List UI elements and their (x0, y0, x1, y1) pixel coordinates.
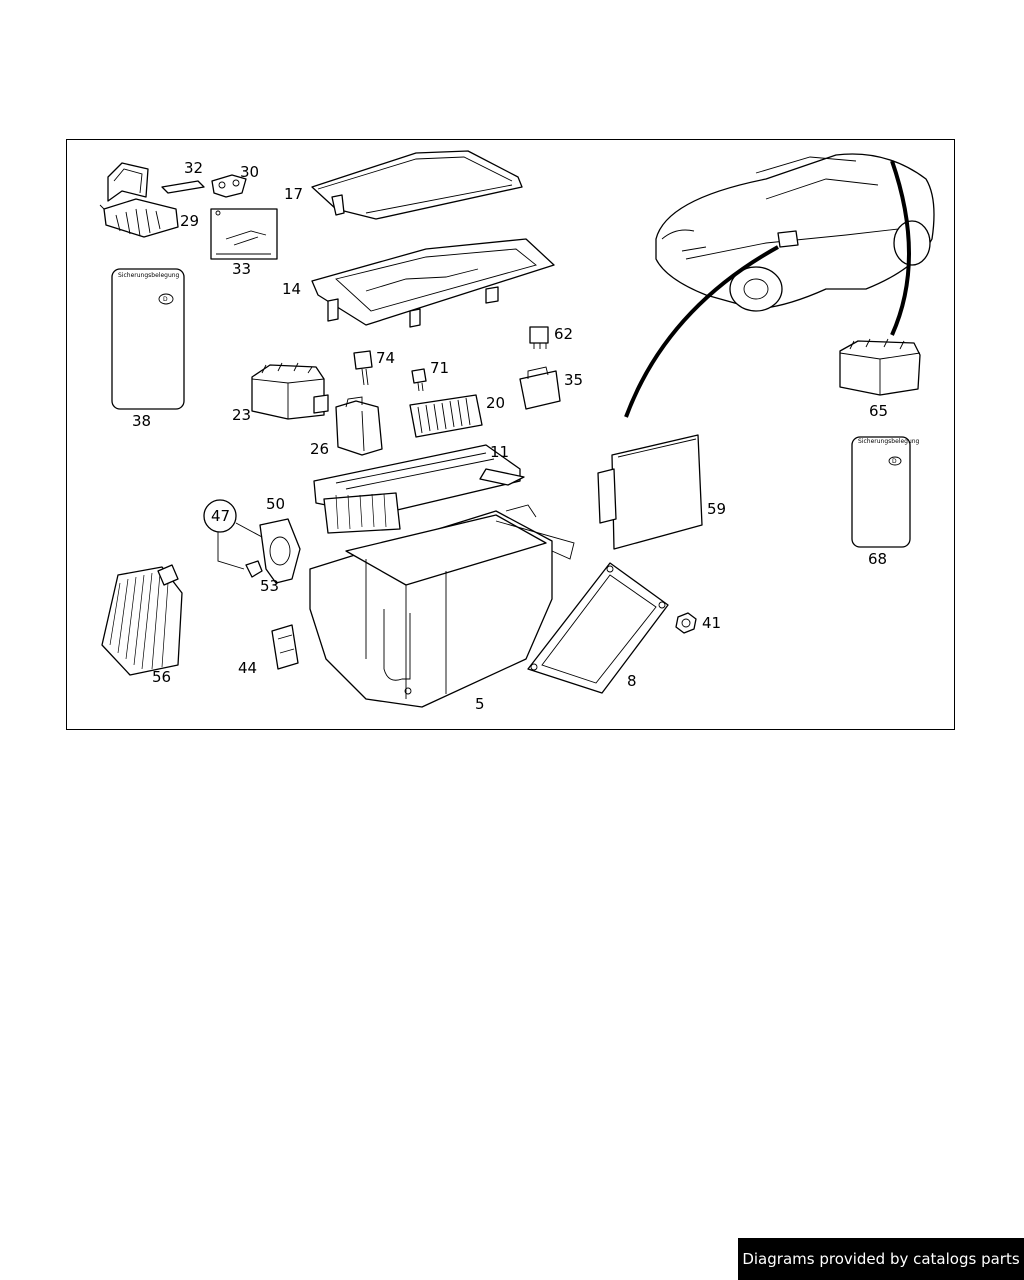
callout-41: 41 (702, 614, 721, 632)
callout-53: 53 (260, 577, 279, 595)
roadster-car-illustration (624, 153, 935, 418)
callout-68: 68 (868, 550, 887, 568)
callout-29: 29 (180, 212, 199, 230)
part-29-fuse-holder (99, 162, 179, 238)
part-62-relay (529, 326, 549, 349)
callout-32: 32 (184, 159, 203, 177)
part-17-top-cover (311, 150, 523, 220)
callout-38: 38 (132, 412, 151, 430)
part-50-clip (259, 518, 301, 584)
callout-65: 65 (869, 402, 888, 420)
part-56-module (101, 564, 183, 676)
callout-74: 74 (376, 349, 395, 367)
label-card-38-title: Sicherungsbelegung (118, 272, 180, 279)
callout-56: 56 (152, 668, 171, 686)
part-38-label-card: Sicherungsbelegung D (111, 268, 185, 410)
part-65-relay-block (839, 338, 921, 396)
fuse-box-exploded-diagram: Sicherungsbelegung D (99, 150, 935, 713)
part-5-housing (309, 504, 575, 708)
callout-33: 33 (232, 260, 251, 278)
callout-11: 11 (490, 443, 509, 461)
callout-71: 71 (430, 359, 449, 377)
callout-30: 30 (240, 163, 259, 181)
part-74-fuse (353, 350, 373, 386)
part-20-terminal-strip (409, 394, 483, 438)
part-8-gasket (527, 562, 669, 694)
callout-8: 8 (627, 672, 637, 690)
callout-35: 35 (564, 371, 583, 389)
label-card-38-badge: D (163, 296, 168, 303)
label-card-68-title: Sicherungsbelegung (858, 438, 920, 445)
part-47-callout-circle (203, 499, 263, 570)
part-41-nut (675, 612, 697, 634)
part-26-connector (335, 396, 383, 456)
callout-44: 44 (238, 659, 257, 677)
part-35-connector (519, 366, 561, 410)
callout-5: 5 (475, 695, 485, 713)
catalog-credit-banner: Diagrams provided by catalogs parts (738, 1238, 1024, 1280)
callout-20: 20 (486, 394, 505, 412)
callout-50: 50 (266, 495, 285, 513)
callout-26: 26 (310, 440, 329, 458)
part-71-fuse (411, 368, 427, 392)
callout-47: 47 (211, 507, 230, 525)
part-33-label-sheet (210, 208, 278, 260)
part-59-control-unit (597, 434, 703, 550)
part-11-fuse-carrier (313, 444, 525, 534)
label-card-68-badge: D (892, 458, 897, 465)
callout-62: 62 (554, 325, 573, 343)
callout-59: 59 (707, 500, 726, 518)
part-44-bracket (271, 624, 299, 670)
part-68-label-card: Sicherungsbelegung D (851, 436, 920, 548)
part-32-strip (161, 180, 205, 194)
callout-17: 17 (284, 185, 303, 203)
part-23-relay-block (251, 362, 329, 420)
part-53-screw (245, 560, 263, 578)
callout-23: 23 (232, 406, 251, 424)
part-30-bracket (211, 174, 247, 198)
callout-14: 14 (282, 280, 301, 298)
part-14-frame (311, 238, 555, 328)
